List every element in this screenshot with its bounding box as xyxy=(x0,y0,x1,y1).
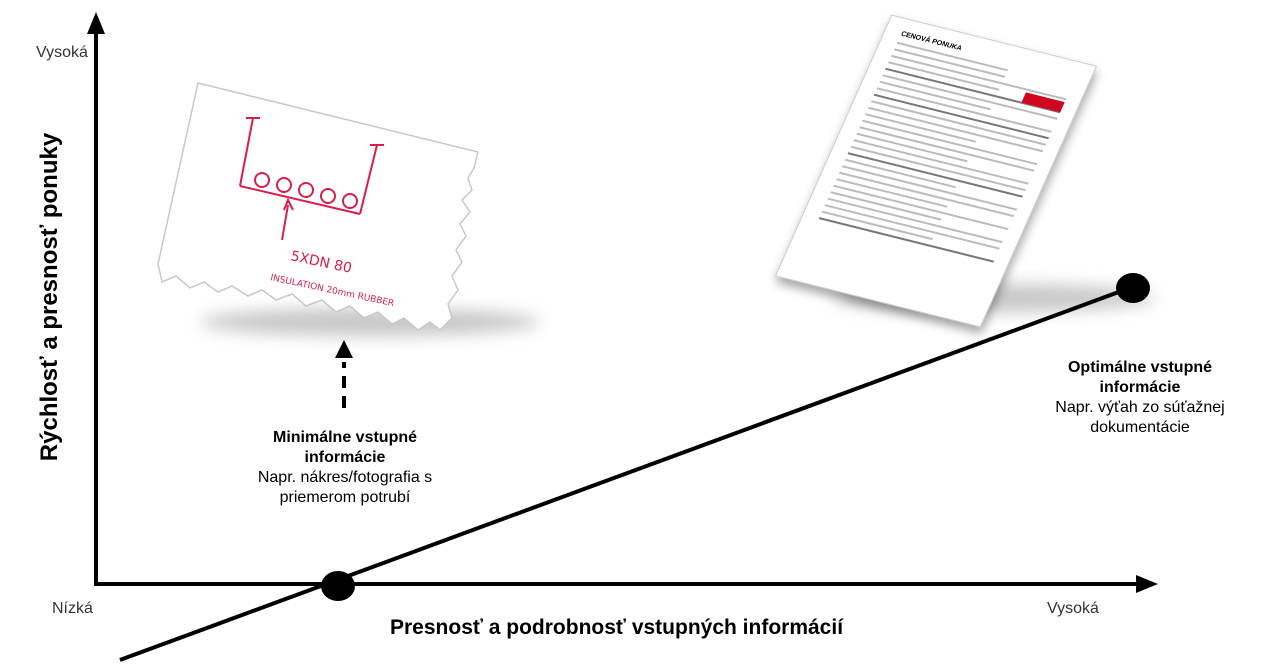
callout-minimal-desc: Napr. nákres/fotografia s priemerom potr… xyxy=(257,469,433,506)
x-axis-high-label: Vysoká xyxy=(1047,600,1099,617)
callout-minimal-title: Minimálne vstupné informácie xyxy=(272,429,418,466)
y-axis-title: Rýchlosť a presnosť ponuky xyxy=(36,132,63,462)
point-minimal xyxy=(321,571,355,601)
callout-optimal: Optimálne vstupné informácie Napr. výťah… xyxy=(1040,358,1240,438)
x-axis-title: Presnosť a podrobnosť vstupných informác… xyxy=(390,616,844,639)
sketch-card: 5XDN 80 INSULATION 20mm RUBBER xyxy=(157,82,479,332)
dashed-arrow-head xyxy=(335,340,353,358)
callout-optimal-desc: Napr. výťah zo súťažnej dokumentácie xyxy=(1055,399,1225,436)
x-axis-low-label: Nízká xyxy=(52,600,93,617)
point-optimal xyxy=(1116,273,1150,303)
callout-minimal: Minimálne vstupné informácie Napr. nákre… xyxy=(195,428,495,508)
y-axis-arrow xyxy=(87,12,105,34)
sketch-shadow xyxy=(200,308,540,336)
callout-optimal-title: Optimálne vstupné informácie xyxy=(1067,359,1213,396)
y-axis-high-label: Vysoká xyxy=(36,44,88,61)
trend-line xyxy=(119,284,1136,662)
x-axis-arrow xyxy=(1136,575,1158,593)
